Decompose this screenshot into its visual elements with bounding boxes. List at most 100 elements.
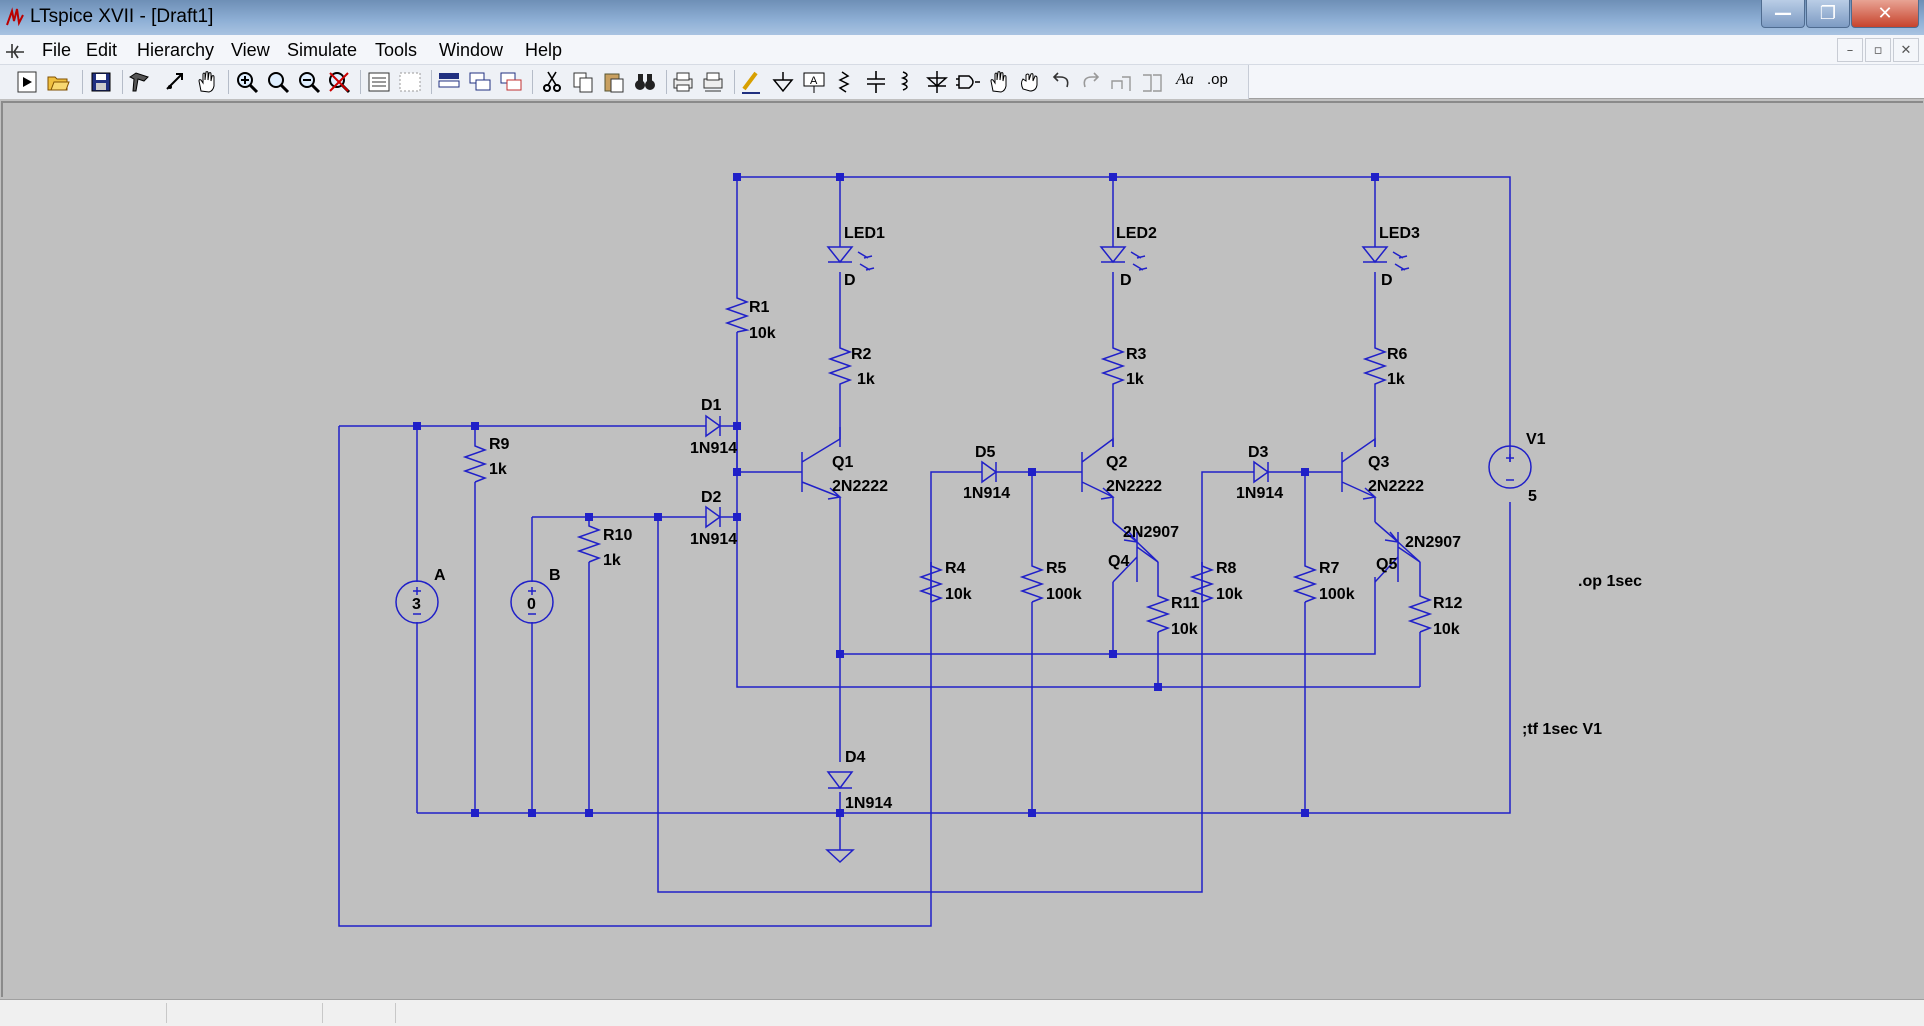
drag-hand-icon[interactable] [1017,69,1043,95]
r2-label: R2 [851,346,872,363]
zoom-out-icon[interactable] [296,69,322,95]
led1-symbol [826,246,875,271]
led1-label: LED1 [844,225,885,242]
maximize-button[interactable]: ❐ [1806,0,1850,28]
led2-label: LED2 [1116,225,1157,242]
spice-directive-button[interactable]: .op [1207,71,1228,88]
q4-model: 2N2907 [1123,524,1179,541]
mdi-restore-button[interactable]: ▫ [1865,38,1891,62]
menu-simulate[interactable]: Simulate [287,40,358,60]
tile-horizontal-icon[interactable] [397,69,423,95]
control-panel-icon[interactable] [126,69,152,95]
r3-label: R3 [1126,346,1147,363]
d4-model: 1N914 [845,795,892,812]
label-net-icon[interactable]: A [801,69,827,95]
undo-icon[interactable] [1048,69,1074,95]
menu-view[interactable]: View [231,40,270,60]
menu-window[interactable]: Window [439,40,504,60]
diode-icon[interactable] [924,69,950,95]
q5-label: Q5 [1376,556,1397,573]
toolbar: A Aa .op [0,65,1924,99]
inductor-icon[interactable] [893,69,919,95]
svg-text:A: A [810,75,818,87]
ground-icon[interactable] [770,69,796,95]
led3-symbol [1361,246,1410,271]
r10-label: R10 [603,527,632,544]
status-bar [0,999,1924,1026]
d1-symbol [696,414,722,438]
mdi-close-button[interactable]: ✕ [1893,38,1919,62]
move-hand-icon[interactable] [986,69,1012,95]
mdi-minimize-button[interactable]: – [1837,38,1863,62]
print-preview-icon[interactable] [700,69,726,95]
pan-hand-icon[interactable] [194,69,220,95]
close-windows-icon[interactable] [498,69,524,95]
print-icon[interactable] [670,69,696,95]
spice-directive-op: .op 1sec [1578,573,1642,590]
r1-label: R1 [749,299,770,316]
menu-hierarchy[interactable]: Hierarchy [137,40,215,60]
r10-symbol [576,522,602,563]
r9-value: 1k [489,461,507,478]
q1-model: 2N2222 [832,478,888,495]
title-bar[interactable]: LTspice XVII - [Draft1] — ❐ ✕ [0,0,1924,35]
open-folder-icon[interactable] [45,69,71,95]
r12-label: R12 [1433,595,1462,612]
close-button[interactable]: ✕ [1851,0,1919,28]
ltspice-app-icon[interactable] [4,5,28,29]
r4-symbol [918,562,944,603]
d4-label: D4 [845,749,866,766]
cascade-windows-icon[interactable] [467,69,493,95]
rotate-icon[interactable] [1108,69,1134,95]
run-icon[interactable] [14,69,40,95]
menu-tools[interactable]: Tools [375,40,418,60]
menu-help[interactable]: Help [525,40,563,60]
component-icon[interactable] [955,69,981,95]
minimize-button[interactable]: — [1761,0,1805,28]
r12-value: 10k [1433,621,1460,638]
draw-wire-icon[interactable] [738,69,764,95]
schematic-canvas[interactable]: LED1 D LED2 D LED3 D R1 10k R2 1k R3 1k … [1,101,1923,997]
menu-edit[interactable]: Edit [86,40,118,60]
q2-symbol [1081,437,1115,500]
source-b-symbol [510,580,554,624]
paste-icon[interactable] [601,69,627,95]
r2-value: 1k [857,371,875,388]
q2-label: Q2 [1106,454,1127,471]
source-a-value: 3 [412,596,421,613]
halt-run-icon[interactable] [162,69,188,95]
led1-model: D [844,272,856,289]
wires[interactable] [338,176,1511,927]
resistor-icon[interactable] [832,69,858,95]
menu-file[interactable]: File [42,40,72,60]
redo-icon[interactable] [1078,69,1104,95]
r12-symbol [1407,592,1433,633]
copy-icon[interactable] [570,69,596,95]
text-tool-button[interactable]: Aa [1176,71,1194,88]
zoom-in-icon[interactable] [234,69,260,95]
find-binoculars-icon[interactable] [632,69,658,95]
source-v1-label: V1 [1526,431,1546,448]
zoom-fit-icon[interactable] [265,69,291,95]
d1-model: 1N914 [690,440,737,457]
d1-label: D1 [701,397,722,414]
d3-symbol [1250,460,1274,484]
save-icon[interactable] [88,69,114,95]
cut-icon[interactable] [539,69,565,95]
d2-symbol [696,505,722,529]
r4-label: R4 [945,560,966,577]
document-icon[interactable] [4,40,26,60]
led2-model: D [1120,272,1132,289]
capacitor-icon[interactable] [863,69,889,95]
mirror-icon[interactable] [1139,69,1165,95]
r6-label: R6 [1387,346,1408,363]
tile-vertical-icon[interactable] [366,69,392,95]
q3-model: 2N2222 [1368,478,1424,495]
cascade-icon[interactable] [436,69,462,95]
r1-value: 10k [749,325,776,342]
components[interactable] [395,246,1532,864]
schematic-drawing[interactable]: LED1 D LED2 D LED3 D R1 10k R2 1k R3 1k … [3,103,1923,997]
zoom-cancel-icon[interactable] [326,69,352,95]
r11-label: R11 [1171,595,1200,612]
r6-symbol [1362,342,1388,392]
